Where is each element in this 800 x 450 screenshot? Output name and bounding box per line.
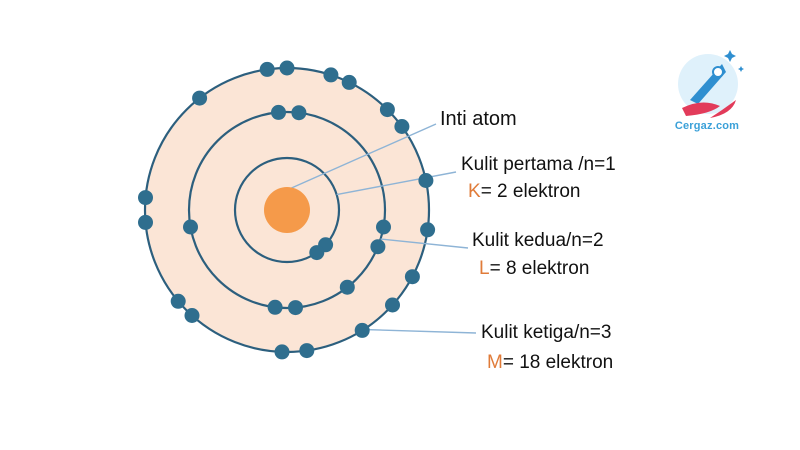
electron-shell-3-6 [394,119,410,134]
electron-shell-3-18 [192,90,208,106]
shell-1-rest: = 2 elektron [480,181,581,202]
electron-shell-3-2 [279,60,295,76]
shell-2-rest: = 8 elektron [489,258,590,279]
leader-shell-2 [380,238,469,249]
electron-shell-3-12 [299,343,315,359]
electron-shell-3-11 [354,322,370,338]
leader-shell-3 [363,328,477,334]
shell-3-count: M= 18 elektron [487,352,613,374]
shell-2-name: Kulit kedua/n=2 [472,230,604,251]
electron-shell-2-4 [370,239,386,255]
electron-shell-2-6 [288,300,303,316]
electron-shell-2-3 [376,219,391,235]
shell-2-letter: L [479,258,490,279]
electron-shell-3-10 [385,297,400,313]
shell-3-rest: = 18 elektron [502,352,614,373]
rocket-hands-logo-icon [678,50,744,118]
electron-shell-3-14 [184,308,200,323]
electron-shell-2-5 [339,279,355,295]
electron-shell-3-4 [341,74,357,90]
electron-shell-3-17 [138,190,153,206]
electron-shell-2-1 [271,104,286,120]
electron-shell-3-9 [404,269,420,285]
shell-3-letter: M [487,352,503,373]
electron-shell-3-7 [418,173,434,188]
electron-shell-2-7 [267,299,283,315]
electron-shell-2-8 [183,219,198,235]
electron-shell-2-2 [291,105,307,121]
orbit-shell-2 [187,110,387,310]
logo-text: Cergaz.com [674,120,740,132]
electron-shell-3-1 [259,61,275,77]
orbit-shell-1 [233,156,341,264]
leader-nucleus [286,123,437,191]
electron-shell-3-13 [274,344,290,360]
shell-1-letter: K [468,181,481,202]
electron-shell-3-15 [170,293,186,309]
shell-1-name: Kulit pertama /n=1 [461,154,616,175]
shell-2-count: L= 8 elektron [479,258,589,280]
electron-shell-3-8 [420,222,436,238]
nucleus-label: Inti atom [440,108,517,130]
electron-shell-1-2 [309,245,325,261]
leader-shell-1 [336,171,457,196]
electron-shell-3-16 [138,214,153,230]
nucleus [264,187,310,233]
electron-shell-3-5 [379,102,395,118]
shell-1-count: K= 2 elektron [468,181,581,203]
shell-3-name: Kulit ketiga/n=3 [481,322,612,343]
electron-shell-3-3 [323,67,339,83]
